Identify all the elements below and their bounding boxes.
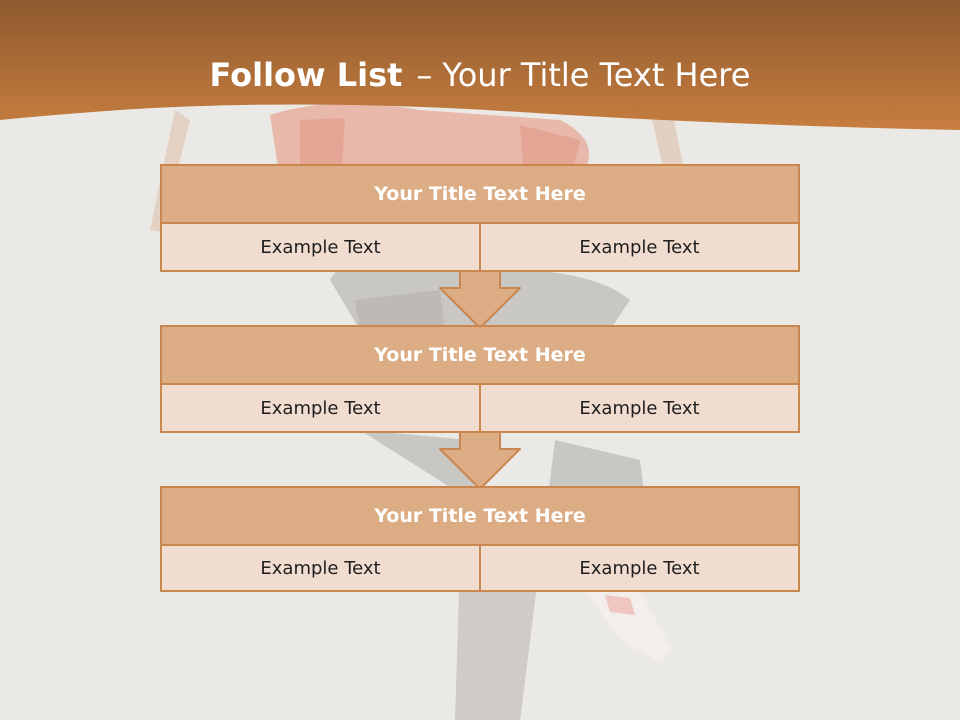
- step-title: Your Title Text Here: [162, 166, 798, 224]
- step-box-1: Your Title Text Here Example Text Exampl…: [160, 164, 800, 272]
- step-left-text: Example Text: [260, 236, 381, 258]
- down-arrow-icon: [439, 431, 521, 490]
- down-arrow-icon: [439, 270, 521, 329]
- title-separator: –: [416, 56, 433, 94]
- step-title: Your Title Text Here: [162, 488, 798, 546]
- step-right-text: Example Text: [479, 546, 798, 590]
- step-left-text: Example Text: [260, 397, 381, 419]
- page-title: Follow List–Your Title Text Here: [0, 52, 960, 98]
- step-left-text: Example Text: [260, 557, 381, 579]
- step-box-2: Your Title Text Here Example Text Exampl…: [160, 325, 800, 433]
- step-right-text: Example Text: [479, 385, 798, 431]
- step-box-3: Your Title Text Here Example Text Exampl…: [160, 486, 800, 592]
- step-right-text: Example Text: [479, 224, 798, 270]
- header-band: [0, 0, 960, 130]
- title-rest: Your Title Text Here: [442, 56, 751, 94]
- title-bold: Follow List: [209, 56, 403, 94]
- step-title: Your Title Text Here: [162, 327, 798, 385]
